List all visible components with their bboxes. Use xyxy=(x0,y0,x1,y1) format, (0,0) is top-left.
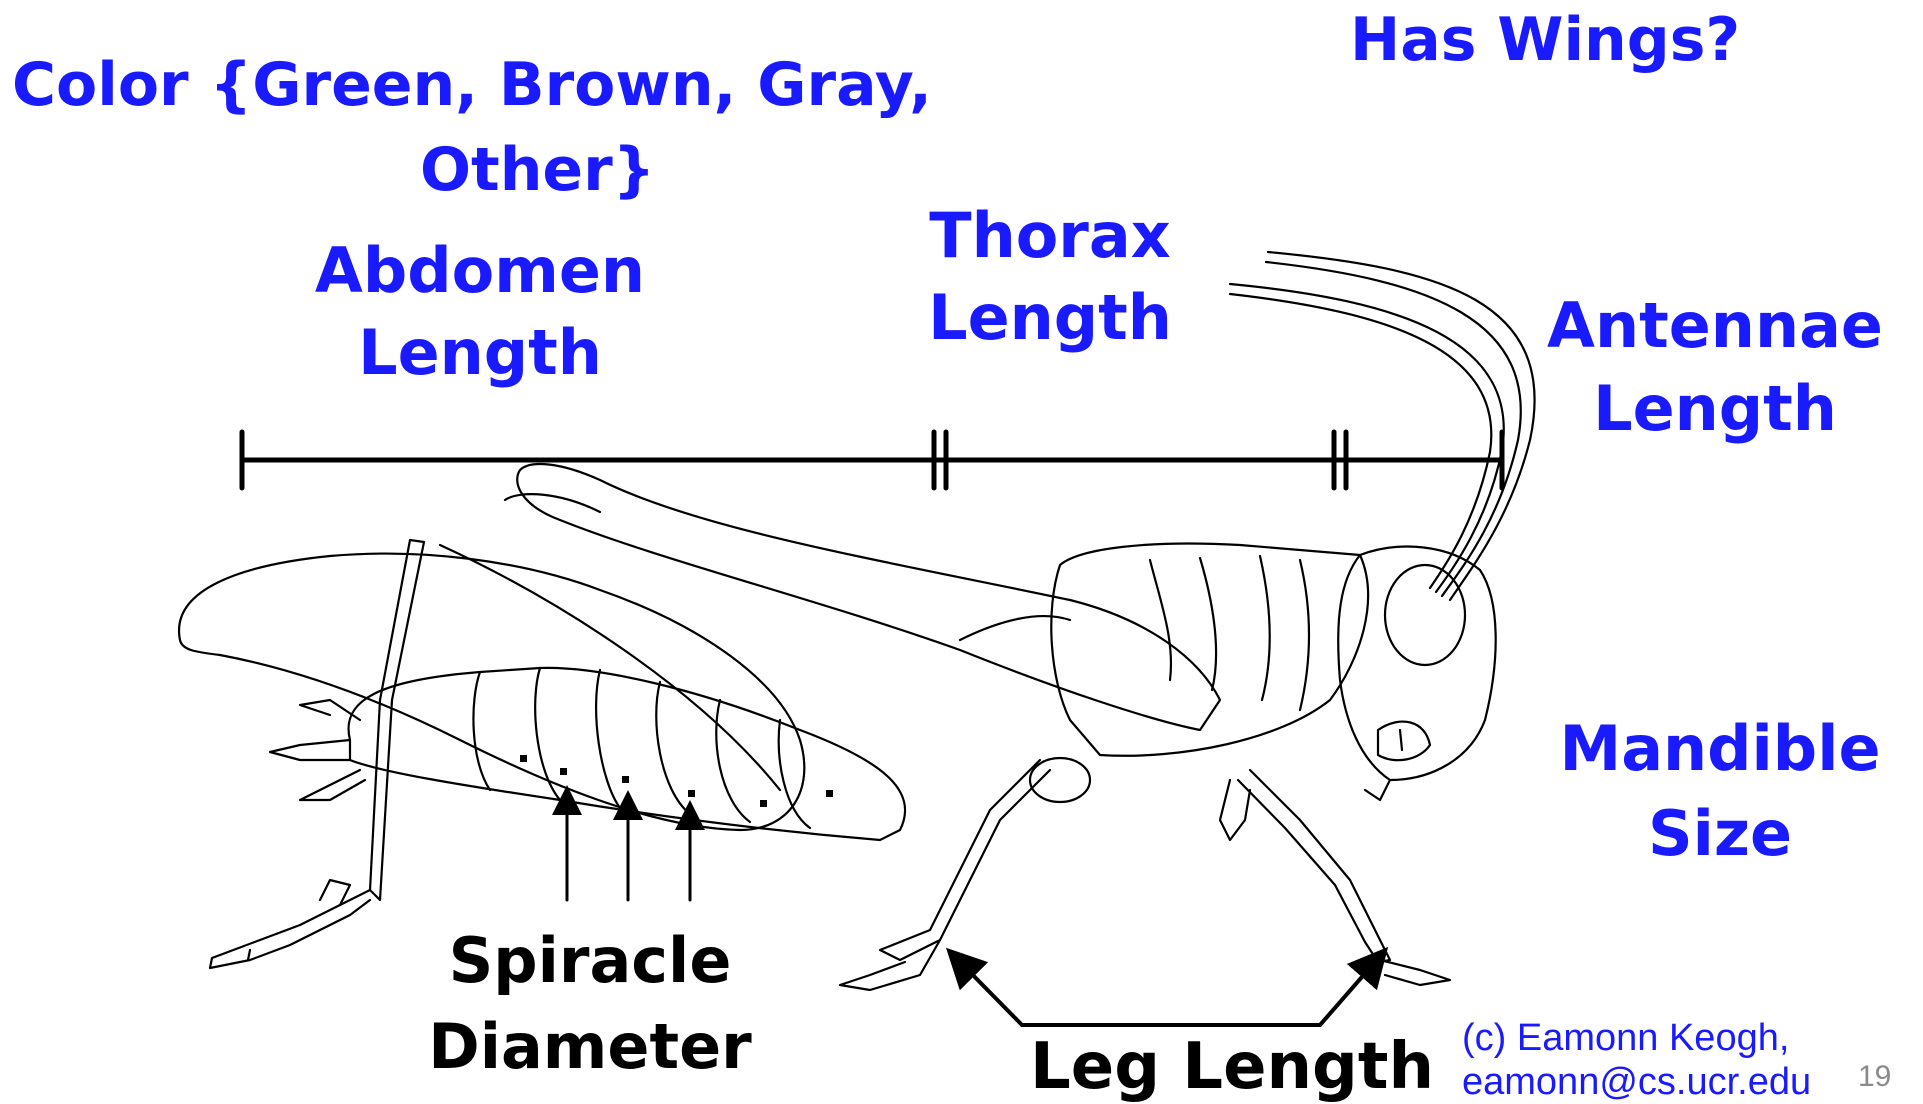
color-label-line1: Color {Green, Brown, Gray, xyxy=(12,55,932,115)
antennae-label-line2: Length xyxy=(1515,378,1915,440)
page-number: 19 xyxy=(1858,1060,1891,1094)
hind-femur-stripe xyxy=(440,545,780,790)
mandible xyxy=(1378,722,1430,761)
spiracle-label-line1: Spiracle xyxy=(400,930,780,992)
leg-length-bracket xyxy=(960,962,1375,1025)
credit-line1: (c) Eamonn Keogh, xyxy=(1462,1018,1789,1060)
has-wings-label: Has Wings? xyxy=(1350,10,1740,70)
ovipositor xyxy=(270,740,350,760)
compound-eye xyxy=(1385,565,1465,665)
antennae-label-line1: Antennae xyxy=(1515,295,1915,357)
thorax xyxy=(1051,544,1368,756)
spiracle-label-line2: Diameter xyxy=(400,1016,780,1078)
abdomen-label-line1: Abdomen xyxy=(280,240,680,302)
thorax-label-line2: Length xyxy=(880,287,1220,349)
measurement-bar xyxy=(242,432,1502,488)
credit-line2: eamonn@cs.ucr.edu xyxy=(1462,1062,1811,1104)
legs xyxy=(840,758,1450,990)
spiracle-arrows xyxy=(567,800,690,900)
leg-length-label: Leg Length xyxy=(1030,1035,1434,1099)
abdomen-label-line2: Length xyxy=(280,322,680,384)
mandible-label-line2: Size xyxy=(1525,803,1915,865)
mandible-label-line1: Mandible xyxy=(1525,718,1915,780)
color-label-line2: Other} xyxy=(420,140,655,200)
thorax-label-line1: Thorax xyxy=(880,205,1220,267)
wing xyxy=(517,464,1220,730)
